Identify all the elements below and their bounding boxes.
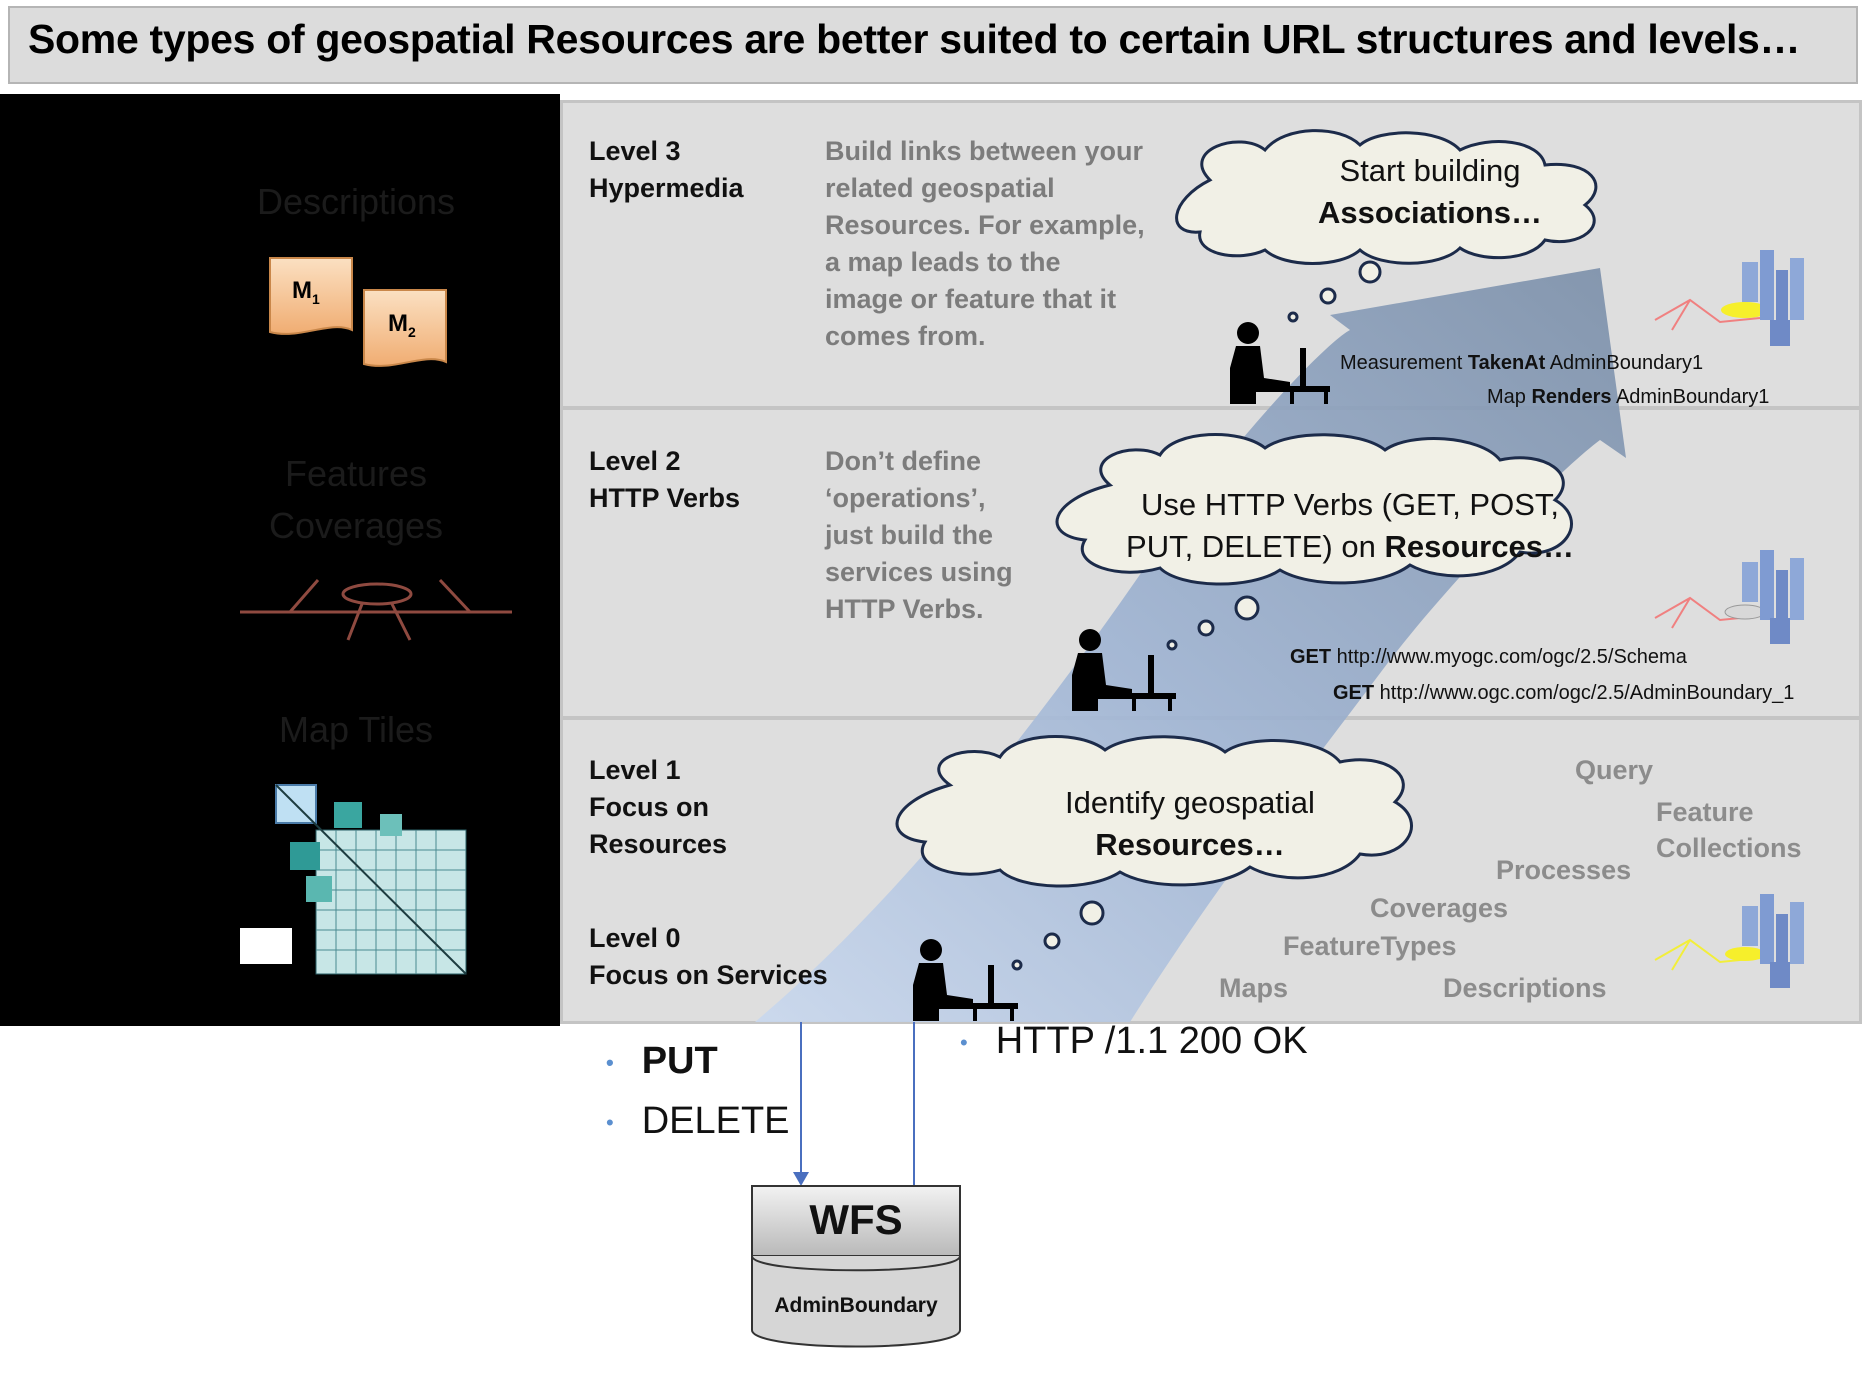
level2-example-2: GET http://www.ogc.com/ogc/2.5/AdminBoun…	[1333, 682, 1795, 704]
resource-coverages: Coverages	[1370, 893, 1509, 923]
level3-example-1: Measurement TakenAt AdminBoundary1	[1340, 352, 1704, 374]
level3-example-2: Map Renders AdminBoundary1	[1487, 386, 1770, 408]
cloud-level1	[895, 735, 1413, 888]
ghost-descriptions-label: Descriptions	[256, 181, 456, 222]
thought-bubbles	[1011, 260, 1382, 971]
document-m2-label: M2	[388, 310, 416, 340]
resource-descriptions: Descriptions	[1443, 973, 1607, 1003]
resource-feature: Feature	[1656, 797, 1754, 827]
person-at-computer-icon	[1230, 322, 1330, 404]
resource-query: Query	[1575, 755, 1654, 785]
slide-title: Some types of geospatial Resources are b…	[28, 16, 1801, 62]
level2-cloud-text: Use HTTP Verbs (GET, POST,PUT, DELETE) o…	[1126, 487, 1574, 564]
document-m1-icon	[269, 257, 353, 335]
left-panel	[0, 94, 560, 1026]
http-response: •HTTP /1.1 200 OK	[960, 1020, 1308, 1062]
wfs-label: WFS	[809, 1196, 903, 1243]
document-m2-icon	[363, 289, 447, 367]
level2-example-1: GET http://www.myogc.com/ogc/2.5/Schema	[1290, 646, 1687, 668]
cloud-level2	[1055, 433, 1573, 586]
document-m1-label: M1	[292, 277, 320, 307]
wfs-database-icon	[751, 1185, 961, 1348]
city-map-icon	[1654, 550, 1804, 644]
city-map-icon	[1654, 250, 1804, 346]
resource-featuretypes: FeatureTypes	[1283, 931, 1457, 961]
ghost-coverages-label: Coverages	[268, 505, 444, 546]
resource-collections: Collections	[1656, 833, 1802, 863]
person-at-computer-icon	[1072, 629, 1176, 711]
city-map-icon	[1654, 894, 1804, 988]
bullet-put: •PUT	[606, 1040, 718, 1082]
level-divider	[560, 406, 1862, 410]
bullet-delete: •DELETE	[606, 1100, 790, 1142]
cloud-level3	[1175, 129, 1598, 265]
resource-maps: Maps	[1219, 973, 1289, 1003]
map-tiles-icon	[240, 784, 467, 975]
title-bar	[8, 6, 1858, 84]
request-arrowhead	[793, 1172, 809, 1186]
level2-description: Don’t define‘operations’,just build the …	[825, 446, 1013, 624]
person-at-computer-icon	[913, 939, 1018, 1021]
resource-processes: Processes	[1496, 855, 1632, 885]
adminboundary-label: AdminBoundary	[774, 1294, 938, 1317]
ghost-features-label: Features	[284, 453, 428, 494]
ghost-map-tiles-label: Map Tiles	[278, 709, 434, 750]
feature-line-icon	[240, 578, 512, 641]
